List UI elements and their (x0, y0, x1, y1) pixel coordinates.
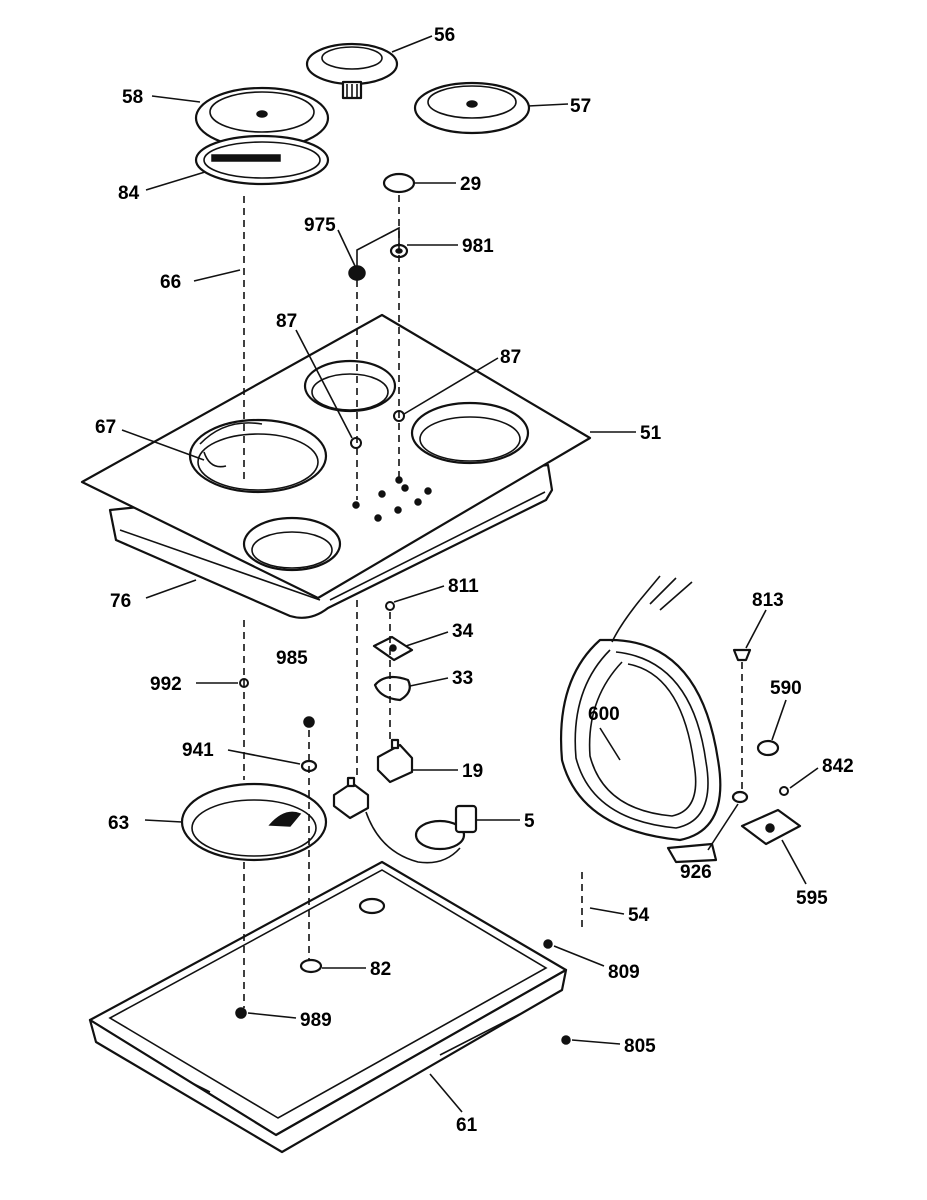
infinite-switch (332, 776, 370, 820)
callout-981: 981 (462, 236, 494, 257)
callout-63: 63 (108, 813, 129, 834)
callout-941: 941 (182, 740, 214, 761)
harness-5 (365, 804, 478, 864)
burner-element-56 (305, 42, 399, 100)
callout-87-left: 87 (276, 311, 297, 332)
power-cord-600 (560, 575, 722, 864)
screw-813 (732, 648, 752, 662)
callout-985: 985 (276, 648, 308, 669)
screw-805 (561, 1035, 571, 1045)
callout-33: 33 (452, 668, 473, 689)
callout-842: 842 (822, 756, 854, 777)
callout-51: 51 (640, 423, 662, 444)
callout-34: 34 (452, 621, 474, 642)
callout-57: 57 (570, 96, 591, 117)
screw-87-left (350, 437, 362, 449)
bottom-pan-61 (88, 860, 568, 1154)
clip-82 (299, 958, 323, 974)
screw-985 (303, 716, 315, 728)
nut-590 (756, 739, 780, 757)
callout-813: 813 (752, 590, 784, 611)
screw-989 (235, 1007, 247, 1019)
callout-926: 926 (680, 862, 712, 883)
callout-590: 590 (770, 678, 802, 699)
callout-992: 992 (150, 674, 182, 695)
callout-805: 805 (624, 1036, 656, 1057)
callout-54: 54 (628, 905, 650, 926)
bracket-595 (740, 808, 802, 846)
terminal-clip-67 (199, 422, 263, 468)
callout-76: 76 (110, 591, 131, 612)
callout-66: 66 (160, 272, 181, 293)
bracket-34 (372, 635, 414, 662)
knob-cap-29 (382, 172, 416, 194)
screw-809 (543, 939, 553, 949)
clamp-926 (731, 790, 749, 804)
callout-19: 19 (462, 761, 483, 782)
switch-19 (376, 738, 414, 784)
callout-5: 5 (524, 811, 535, 832)
callout-595: 595 (796, 888, 828, 909)
cooktop-top-51 (80, 313, 592, 600)
bushing-975 (348, 265, 366, 281)
callout-84: 84 (118, 183, 140, 204)
callout-58: 58 (122, 87, 143, 108)
callout-56: 56 (434, 25, 455, 46)
callout-87-right: 87 (500, 347, 521, 368)
callout-67: 67 (95, 417, 116, 438)
callout-989: 989 (300, 1010, 332, 1031)
callout-811: 811 (448, 576, 479, 597)
callout-975: 975 (304, 215, 336, 236)
burner-element-57 (413, 81, 531, 135)
callout-809: 809 (608, 962, 640, 983)
callout-82: 82 (370, 959, 391, 980)
callout-600: 600 (588, 704, 620, 725)
screw-811 (385, 601, 395, 611)
callout-61: 61 (456, 1115, 478, 1136)
screw-842 (779, 786, 789, 796)
drip-ring-84 (194, 134, 330, 186)
callout-29: 29 (460, 174, 481, 195)
burner-pan-63 (180, 782, 328, 862)
clip-33 (373, 675, 411, 702)
